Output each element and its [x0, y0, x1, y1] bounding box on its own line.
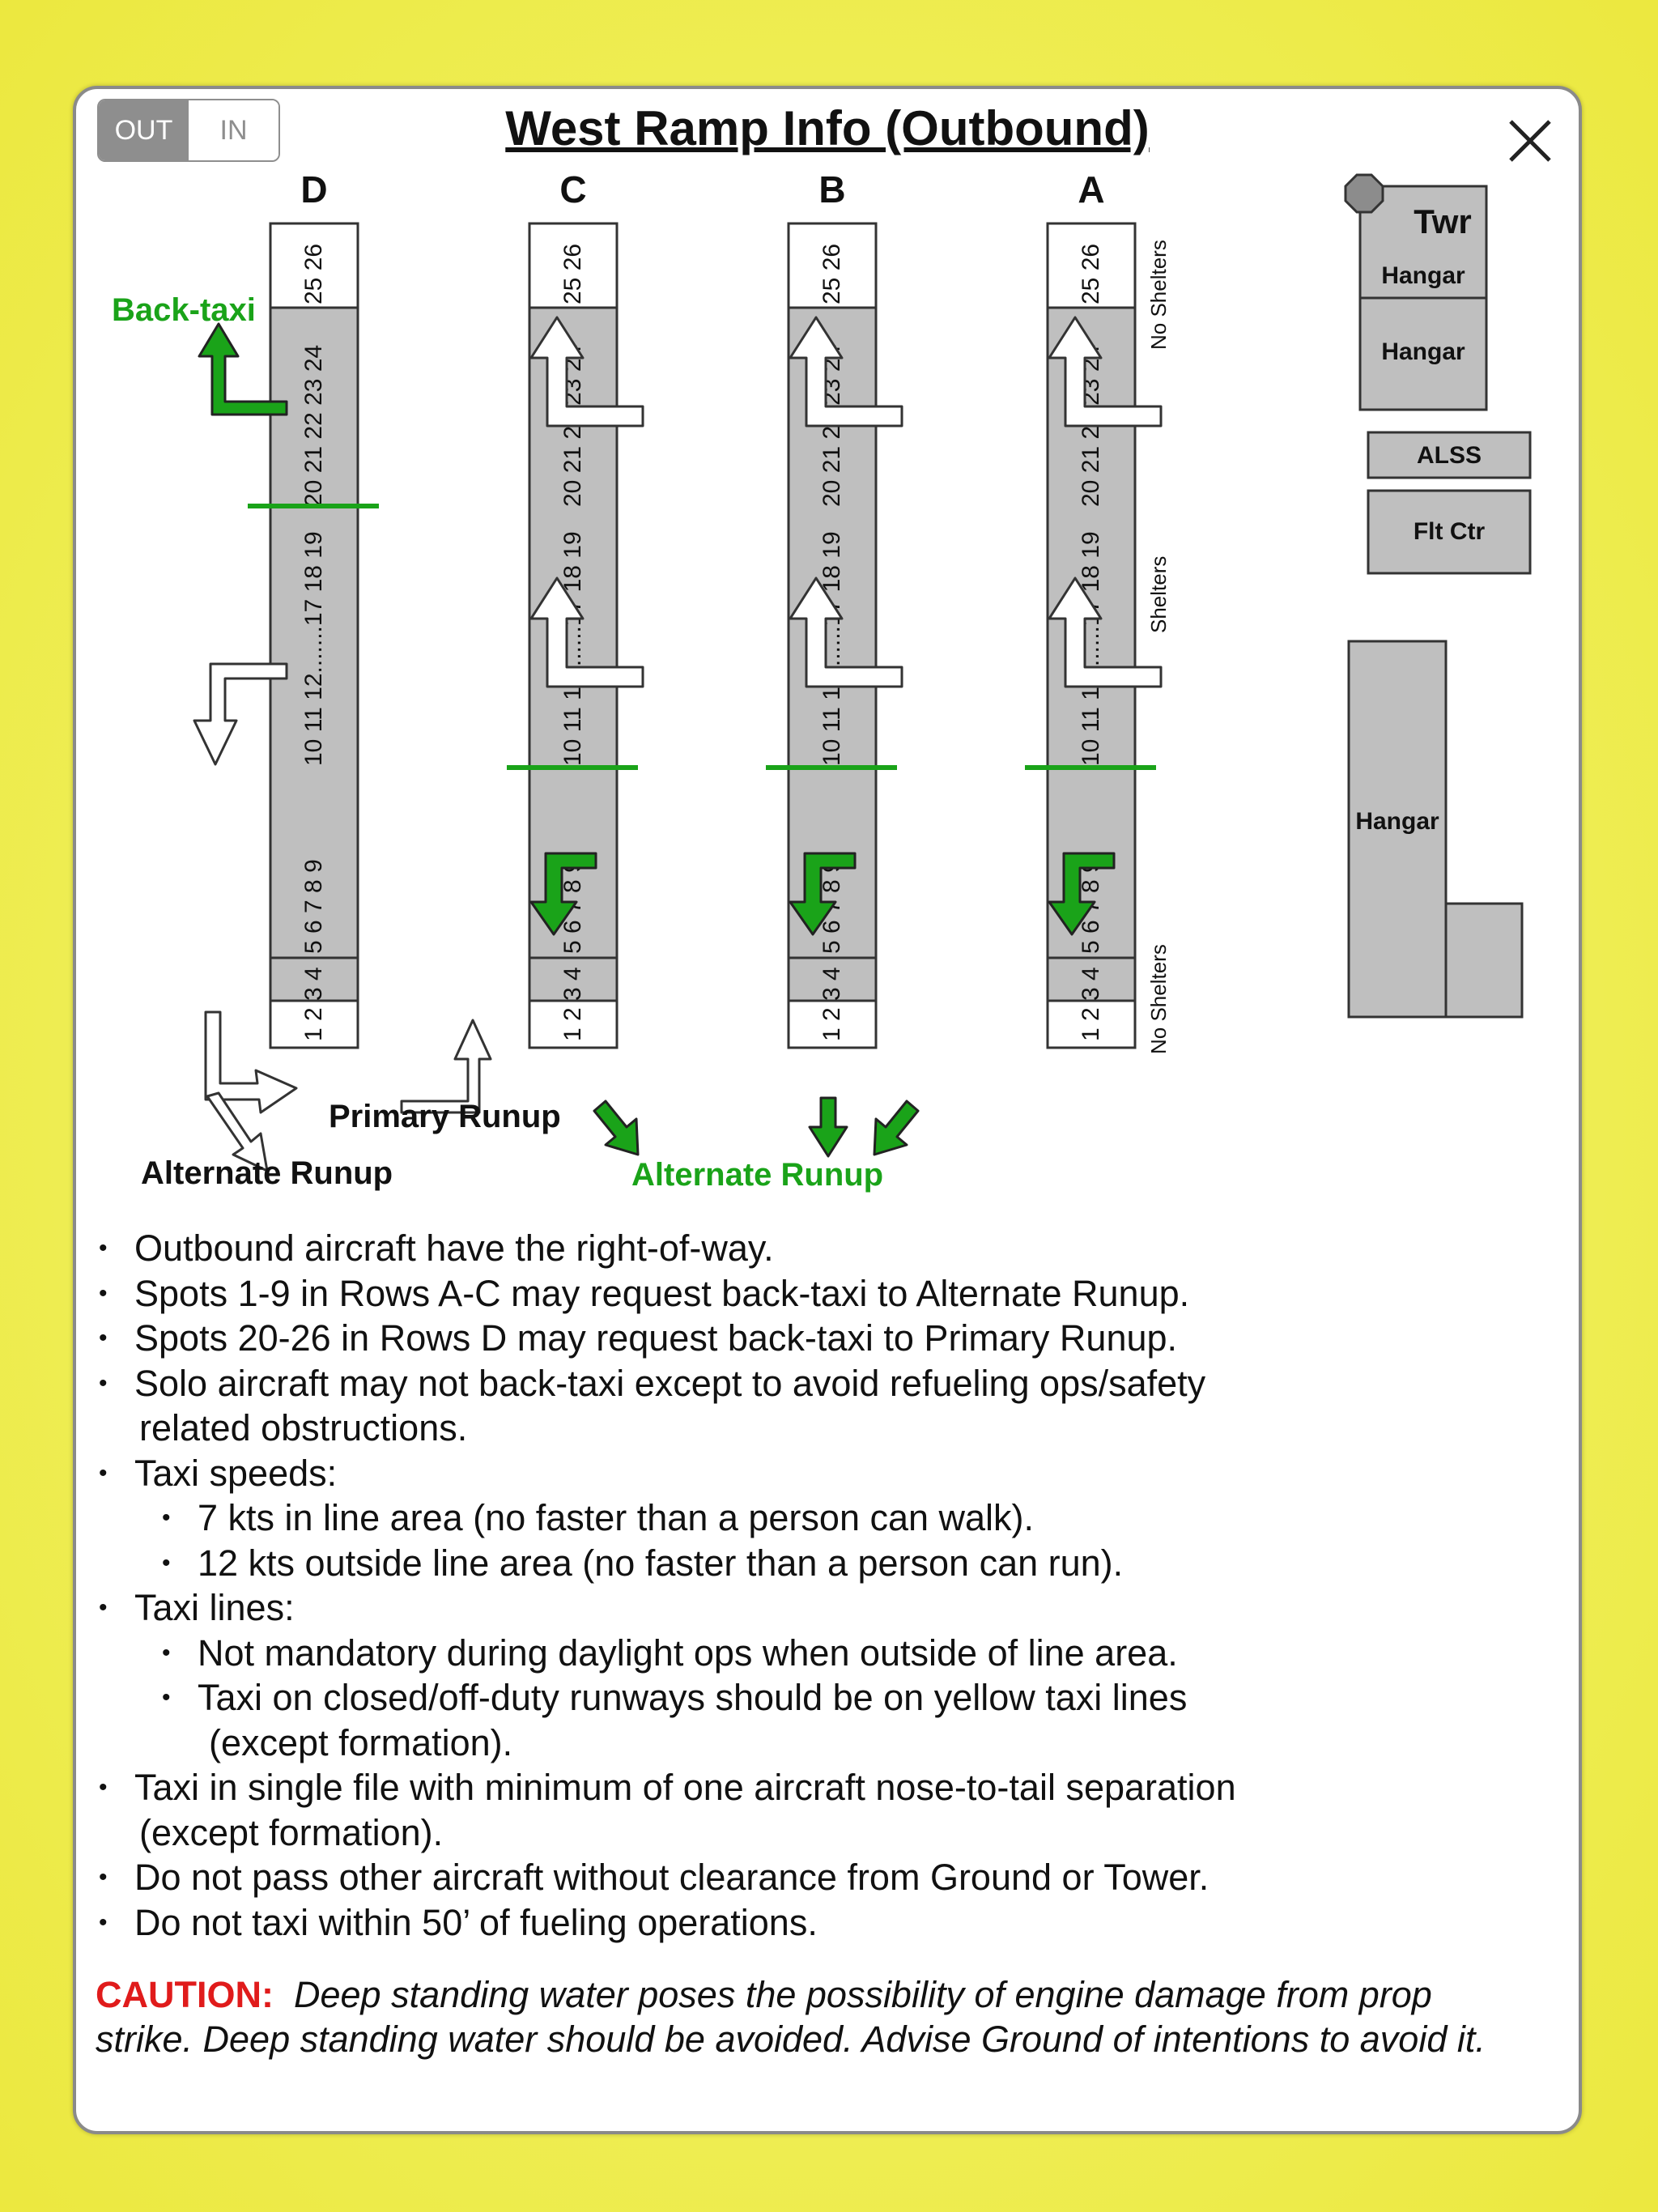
list-item: Do not taxi within 50’ of fueling operat… [96, 1900, 1537, 1946]
list-item: Outbound aircraft have the right-of-way. [96, 1226, 1537, 1271]
tower-octagon-icon [1344, 173, 1384, 214]
green-arrow-icon [873, 1100, 920, 1156]
spots-25-26: 25 26 [1078, 244, 1104, 304]
hangar-label: Hangar [1381, 338, 1465, 365]
no-shelters-top-label: No Shelters [1146, 240, 1171, 350]
shelters-label: Shelters [1146, 556, 1171, 633]
spots-1-4: 1 2 3 4 [1078, 967, 1104, 1041]
hangar-label: Hangar [1381, 262, 1465, 289]
list-item: Not mandatory during daylight ops when o… [96, 1631, 1537, 1676]
caution-label: CAUTION: [96, 1974, 274, 2015]
ramp-info-panel: OUT IN West Ramp Info (Outbound) D C B A… [73, 86, 1582, 2134]
toggle-in[interactable]: IN [189, 100, 278, 160]
alternate-runup-label: Alternate Runup [141, 1155, 393, 1191]
spots-25-26: 25 26 [300, 244, 327, 304]
taxi-arrow-down-icon [193, 662, 288, 766]
hangar-building: Hangar [1358, 296, 1488, 411]
close-icon[interactable] [1504, 115, 1556, 167]
ramp-notes-list: Outbound aircraft have the right-of-way.… [96, 1226, 1537, 1945]
toggle-out[interactable]: OUT [99, 100, 189, 160]
ramp-row-c: 25 26 20 21 22 23 24 10 11 12.......17 1… [507, 222, 638, 1049]
list-item: Taxi in single file with minimum of one … [96, 1765, 1537, 1855]
list-item: Spots 1-9 in Rows A-C may request back-t… [96, 1271, 1537, 1317]
alternate-runup-arrow-icon [206, 1091, 269, 1172]
tower-building: Twr Hangar [1344, 173, 1488, 301]
spots-20-24: 20 21 22 23 24 [300, 345, 327, 507]
row-label-b: B [818, 168, 845, 211]
ramp-row-d: 25 26 20 21 22 23 24 10 11 12.......17 1… [248, 222, 379, 1049]
spots-1-4: 1 2 3 4 [300, 967, 327, 1041]
row-label-d: D [300, 168, 327, 211]
primary-runup-label: Primary Runup [329, 1099, 561, 1134]
caution-note: CAUTION: Deep standing water poses the p… [96, 1972, 1520, 2061]
out-in-toggle[interactable]: OUT IN [97, 99, 280, 162]
flt-ctr-label: Flt Ctr [1414, 518, 1486, 545]
alss-label: ALSS [1417, 442, 1482, 469]
no-shelters-bottom-label: No Shelters [1146, 944, 1171, 1054]
primary-runup-arrow-icon [400, 1019, 492, 1114]
spots-1-4: 1 2 3 4 [818, 967, 845, 1041]
green-arrow-icon [808, 1096, 848, 1158]
list-item: Spots 20-26 in Rows D may request back-t… [96, 1316, 1537, 1361]
flight-center-building: Flt Ctr [1367, 489, 1532, 575]
list-item: Taxi speeds: [96, 1451, 1537, 1496]
spots-10-19: 10 11 12.......17 18 19 [300, 531, 327, 766]
green-arrow-icon [593, 1100, 640, 1156]
large-hangar-building: Hangar [1347, 640, 1524, 1019]
alternate-runup-green-label: Alternate Runup [631, 1157, 883, 1193]
row-label-c: C [559, 168, 586, 211]
list-item: Solo aircraft may not back-taxi except t… [96, 1361, 1537, 1451]
caution-text: Deep standing water poses the possibilit… [96, 1974, 1486, 2060]
list-item: Taxi lines: [96, 1585, 1537, 1631]
list-item: 7 kts in line area (no faster than a per… [96, 1495, 1537, 1541]
spots-1-4: 1 2 3 4 [559, 967, 586, 1041]
spots-25-26: 25 26 [818, 244, 845, 304]
alss-building: ALSS [1367, 431, 1532, 479]
list-item: Do not pass other aircraft without clear… [96, 1855, 1537, 1900]
twr-label: Twr [1414, 202, 1472, 240]
page-title: West Ramp Info (Outbound) [505, 101, 1150, 155]
list-item: Taxi on closed/off-duty runways should b… [96, 1675, 1537, 1765]
spots-25-26: 25 26 [559, 244, 586, 304]
spots-5-9: 5 6 7 8 9 [300, 859, 327, 954]
row-label-a: A [1078, 168, 1104, 211]
ramp-row-a: 25 26 20 21 22 23 24 10 11 12.......17 1… [1025, 222, 1171, 1054]
ramp-diagram: D C B A 25 26 20 21 22 23 24 10 11 12...… [112, 168, 1532, 1193]
hangar-label: Hangar [1355, 808, 1439, 835]
list-item: 12 kts outside line area (no faster than… [96, 1541, 1537, 1586]
back-taxi-label: Back-taxi [112, 292, 256, 328]
back-taxi-arrow-icon [198, 322, 288, 416]
